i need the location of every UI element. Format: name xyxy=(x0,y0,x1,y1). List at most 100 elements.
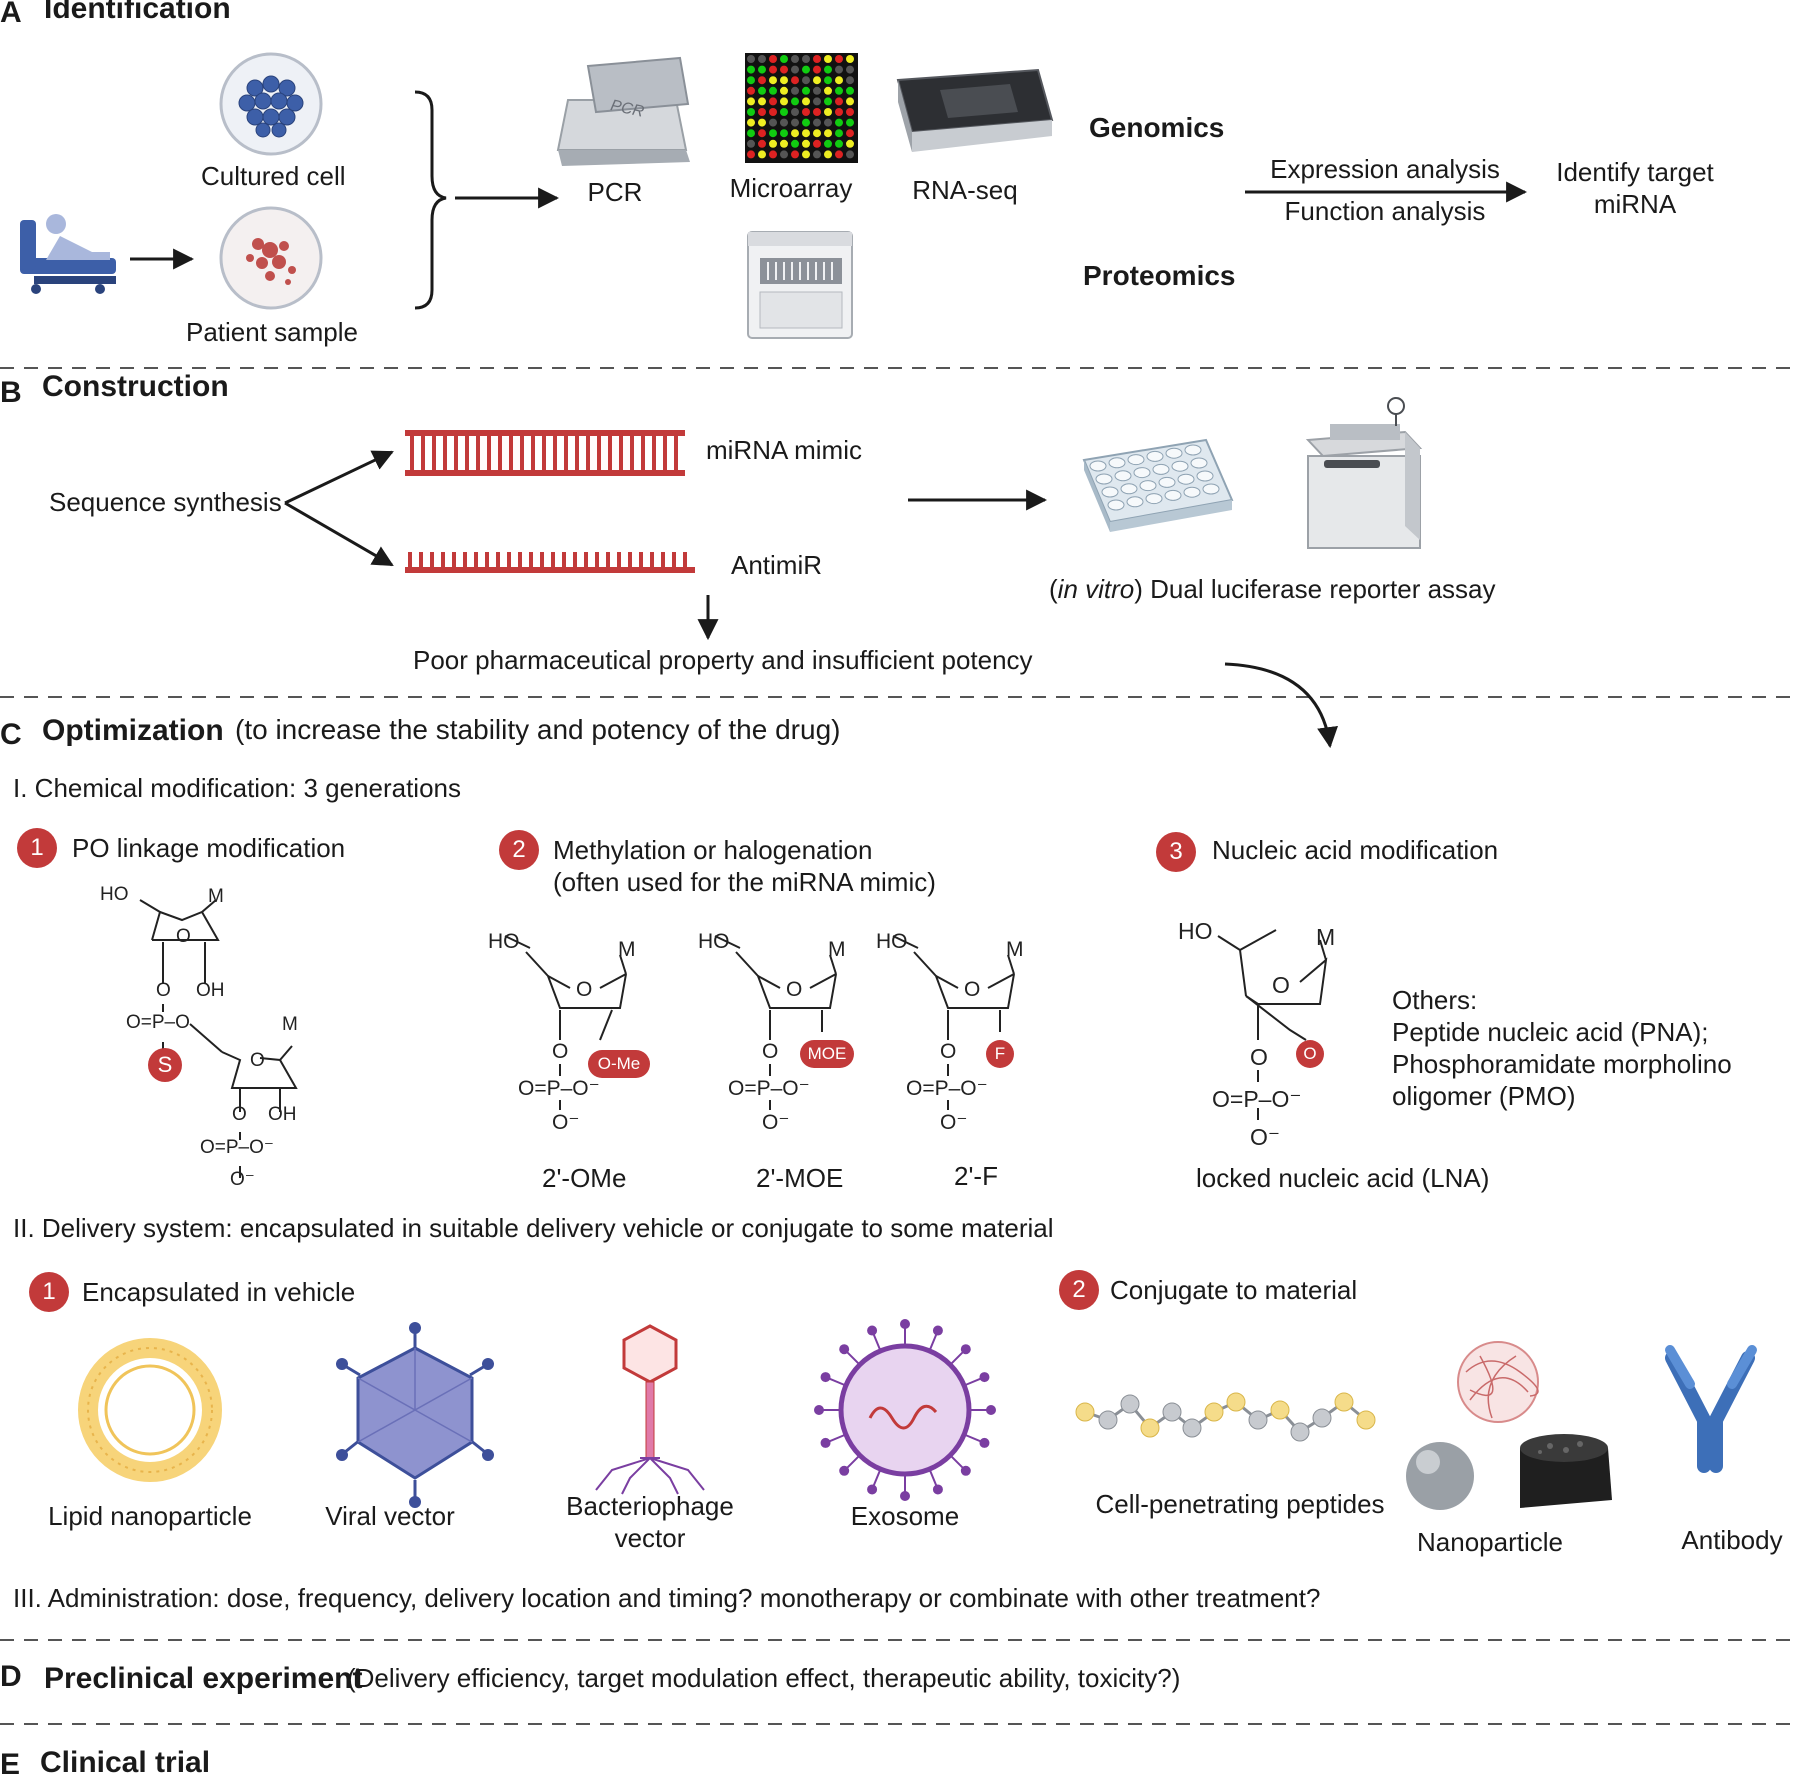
moe-label: 2'-MOE xyxy=(756,1163,844,1193)
poor-property-label: Poor pharmaceutical property and insuffi… xyxy=(413,645,1033,675)
microarray-spot xyxy=(769,55,777,63)
cultured-cell-label: Cultured cell xyxy=(201,161,346,191)
microarray-spot xyxy=(835,139,843,148)
microarray-spot xyxy=(769,76,777,85)
others-label: Others: xyxy=(1392,985,1478,1015)
plate-well xyxy=(1107,499,1125,511)
po-m1: M xyxy=(208,886,224,907)
microarray-spot xyxy=(802,65,810,74)
cpp-label: Cell-penetrating peptides xyxy=(1095,1489,1385,1519)
moe-ominus: O⁻ xyxy=(762,1111,790,1134)
nanoparticle-label: Nanoparticle xyxy=(1417,1527,1563,1557)
microarray-spot xyxy=(769,97,777,106)
microarray-spot xyxy=(747,118,755,127)
plate-well xyxy=(1177,473,1195,485)
moe-o: O xyxy=(786,978,803,1001)
plate-well xyxy=(1165,447,1183,459)
lna-o-tag: O xyxy=(1296,1040,1324,1068)
section-d-title: Preclinical experiment xyxy=(44,1662,363,1695)
microarray-spot xyxy=(824,76,832,85)
po-s-tag: S xyxy=(148,1048,182,1082)
moe-tag: MOE xyxy=(800,1040,854,1068)
microarray-spot xyxy=(835,76,843,85)
pcr-device-text: PCR xyxy=(609,97,646,121)
nanoparticle-mesh-icon xyxy=(1457,1341,1539,1423)
cultured-cell-dish-icon xyxy=(219,52,323,156)
f-tag: F xyxy=(986,1040,1014,1068)
f-o2: O xyxy=(940,1040,957,1063)
lna-ominus: O⁻ xyxy=(1250,1124,1281,1150)
microarray-spot xyxy=(747,76,755,85)
microarray-spot xyxy=(802,150,810,159)
microarray-spot xyxy=(835,65,843,74)
assay-rest: ) Dual luciferase reporter assay xyxy=(1134,574,1496,604)
microarray-spot xyxy=(769,86,777,95)
microarray-spot xyxy=(846,76,854,85)
microarray-spot xyxy=(813,118,821,127)
methylation-sub-label: (often used for the miRNA mimic) xyxy=(553,867,936,897)
mod-1-badge: 1 xyxy=(17,828,57,868)
pna-label: Peptide nucleic acid (PNA); xyxy=(1392,1017,1709,1047)
antibody-light-chains xyxy=(1665,1345,1757,1389)
microarray-icon xyxy=(745,53,858,163)
f-structure xyxy=(892,935,1015,1110)
microarray-spot xyxy=(791,55,799,63)
proteomics-analyzer-icon xyxy=(747,231,853,339)
section-c-subtitle: (to increase the stability and potency o… xyxy=(235,714,841,745)
exosome-spike-tip xyxy=(839,1465,850,1476)
lna-o2: O xyxy=(1250,1044,1268,1070)
microarray-spot xyxy=(813,129,821,138)
microarray-spot xyxy=(791,150,799,159)
microarray-spot xyxy=(780,97,788,106)
exosome-spike-tip xyxy=(960,1344,971,1355)
section-c-title: Optimization xyxy=(42,714,224,747)
mirna-mimic-label: miRNA mimic xyxy=(706,435,862,465)
identify-target-label: Identify target xyxy=(1556,157,1714,187)
lna-ho: HO xyxy=(1178,918,1213,944)
f-m: M xyxy=(1006,938,1024,961)
f-o: O xyxy=(964,978,981,1001)
po-ho: HO xyxy=(100,884,129,905)
microarray-spot xyxy=(747,86,755,95)
cpp-bead xyxy=(1226,1392,1246,1412)
po-m2: M xyxy=(282,1014,298,1035)
cpp-bead xyxy=(1312,1408,1332,1428)
moe-m: M xyxy=(828,938,846,961)
microarray-spot xyxy=(747,65,755,74)
lnp-label: Lipid nanoparticle xyxy=(48,1501,252,1531)
microarray-spot xyxy=(846,139,854,148)
ome-label: 2'-OMe xyxy=(542,1163,627,1193)
administration-heading: III. Administration: dose, frequency, de… xyxy=(13,1583,1321,1613)
microarray-spot xyxy=(835,55,843,63)
microarray-spot xyxy=(758,129,766,138)
mod-2-badge: 2 xyxy=(499,830,539,870)
patient-sample-dish-icon xyxy=(219,206,323,310)
lna-o: O xyxy=(1272,972,1290,998)
moe-ho: HO xyxy=(698,930,730,953)
microarray-spot xyxy=(813,55,821,63)
identify-target-label-2: miRNA xyxy=(1593,189,1677,219)
ome-phos: O=P–O⁻ xyxy=(518,1077,600,1100)
nanoparticle-porous-icon xyxy=(1520,1434,1612,1508)
microarray-spot xyxy=(758,65,766,74)
ome-structure xyxy=(504,935,627,1110)
cpp-bead xyxy=(1204,1402,1224,1422)
plate-well xyxy=(1152,463,1170,475)
cpp-bead xyxy=(1120,1394,1140,1414)
microarray-spot xyxy=(846,108,854,116)
microarray-spot xyxy=(802,86,810,95)
po-o4: O xyxy=(232,1104,247,1125)
microarray-spot xyxy=(824,108,832,116)
plate-well xyxy=(1127,454,1145,466)
pcr-machine-icon: PCR xyxy=(556,56,690,166)
exosome-spike-tip xyxy=(820,1437,831,1448)
ome-ominus: O⁻ xyxy=(552,1111,580,1134)
f-label: 2'-F xyxy=(954,1161,998,1191)
microarray-spot xyxy=(824,55,832,63)
microarray-spot xyxy=(758,108,766,116)
plate-well xyxy=(1145,493,1163,505)
lna-m: M xyxy=(1316,924,1336,950)
section-e-letter: E xyxy=(0,1748,21,1781)
microarray-spot xyxy=(846,65,854,74)
